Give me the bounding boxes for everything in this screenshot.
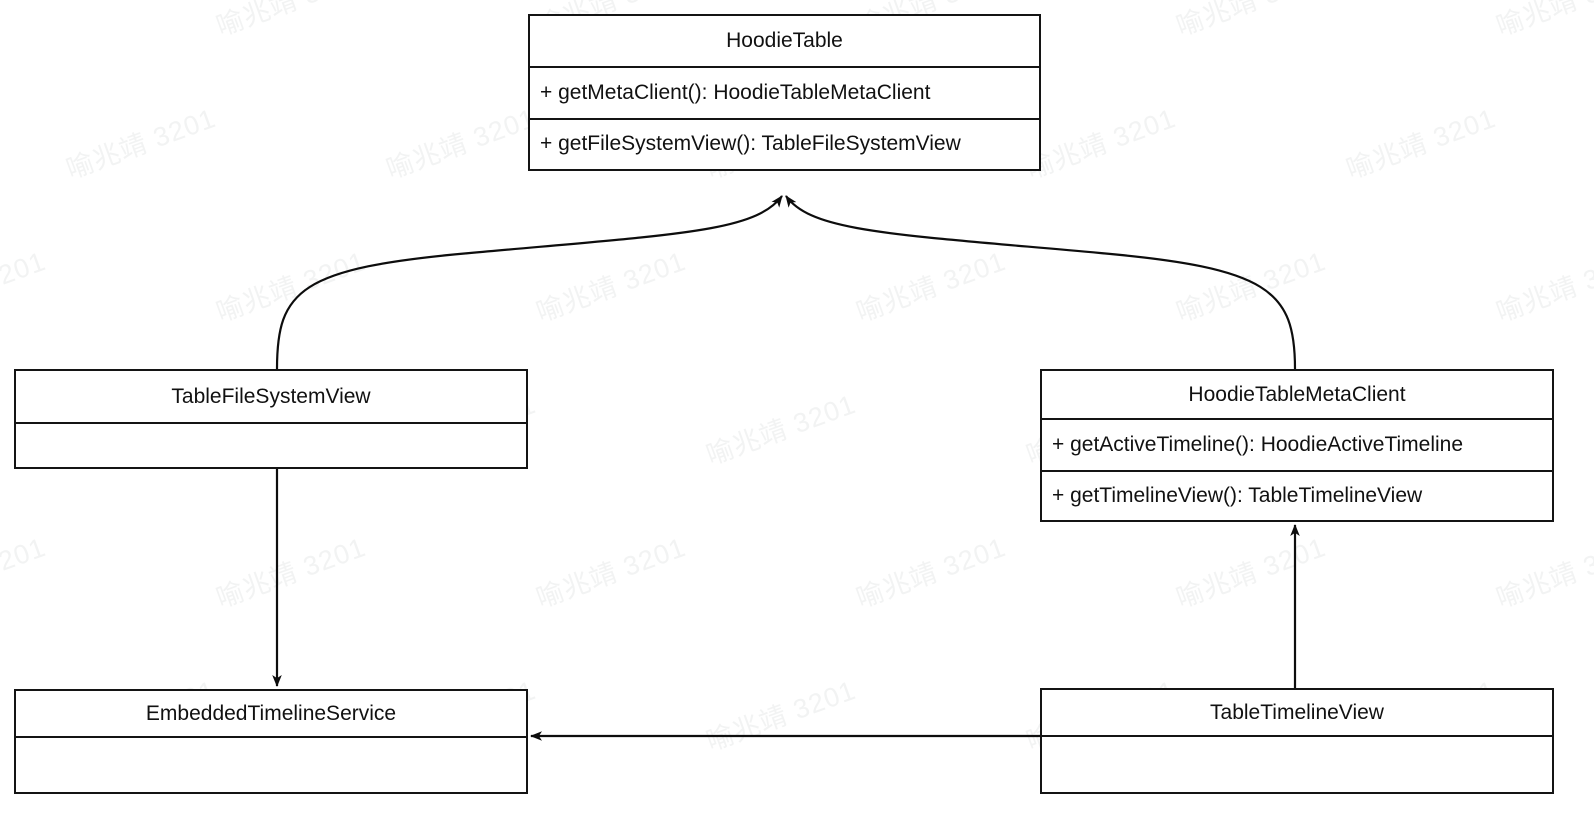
watermark-label: 喻兆靖 3201 [212,0,370,42]
watermark-label: 喻兆靖 3201 [212,532,370,614]
watermark-label: 喻兆靖 3201 [0,532,50,614]
watermark-label: 喻兆靖 3201 [1492,532,1594,614]
watermark-label: 喻兆靖 3201 [1022,103,1180,185]
watermark-label: 喻兆靖 3201 [702,389,860,471]
class-name-table-file-system-view: TableFileSystemView [16,371,526,424]
watermark-label: 喻兆靖 3201 [1170,811,1330,818]
watermark-label: 喻兆靖 3201 [62,103,220,185]
watermark-label: 喻兆靖 3201 [1492,246,1594,328]
class-member: + getActiveTimeline(): HoodieActiveTimel… [1052,433,1464,457]
relation-hoodietablemetaclient-to-hoodietable [785,195,1297,370]
watermark-label: 喻兆靖 3201 [852,532,1010,614]
class-members-table-timeline-view [1042,737,1552,792]
class-members-hoodie-table: + getMetaClient(): HoodieTableMetaClient… [530,68,1039,168]
class-name-table-timeline-view: TableTimelineView [1042,690,1552,737]
watermark-label: 喻兆靖 3201 [702,675,860,757]
class-member: + getMetaClient(): HoodieTableMetaClient [540,81,931,105]
class-name-hoodie-table-meta-client: HoodieTableMetaClient [1042,371,1552,420]
class-box-embedded-timeline-service[interactable]: EmbeddedTimelineService [14,689,528,794]
watermark-label: 喻兆靖 3201 [1172,246,1330,328]
watermark-label: 喻兆靖 3201 [532,532,690,614]
relation-tablefilesystemview-to-hoodietable [275,195,783,370]
class-box-table-file-system-view[interactable]: TableFileSystemView [14,369,528,469]
watermark-label: 喻兆靖 3201 [530,811,690,818]
watermark-label: 喻兆靖 3201 [0,246,50,328]
watermark-label: 喻兆靖 3201 [0,811,50,818]
class-name-embedded-timeline-service: EmbeddedTimelineService [16,691,526,738]
watermark-label: 喻兆靖 3201 [212,246,370,328]
watermark-label: 喻兆靖 3201 [0,0,50,44]
watermark-label: 喻兆靖 3201 [1492,0,1594,42]
class-box-hoodie-table-meta-client[interactable]: HoodieTableMetaClient + getActiveTimelin… [1040,369,1554,522]
class-box-table-timeline-view[interactable]: TableTimelineView [1040,688,1554,794]
class-members-hoodie-table-meta-client: + getActiveTimeline(): HoodieActiveTimel… [1042,420,1552,520]
watermark-label: 喻兆靖 3201 [532,246,690,328]
watermark-label: 喻兆靖 3201 [1172,0,1330,42]
watermark-label: 喻兆靖 3201 [850,811,1010,818]
watermark-label: 喻兆靖 3201 [382,103,540,185]
watermark-label: 喻兆靖 3201 [1342,103,1500,185]
class-members-embedded-timeline-service [16,738,526,792]
class-box-hoodie-table[interactable]: HoodieTable + getMetaClient(): HoodieTab… [528,14,1041,171]
watermark-label: 喻兆靖 3201 [210,811,370,818]
class-member: + getTimelineView(): TableTimelineView [1042,470,1552,520]
class-name-hoodie-table: HoodieTable [530,16,1039,68]
watermark-label: 喻兆靖 3201 [1172,532,1330,614]
class-member: + getFileSystemView(): TableFileSystemVi… [530,118,1039,168]
watermark-label: 喻兆靖 3201 [1490,811,1594,818]
watermark-label: 喻兆靖 3201 [852,246,1010,328]
class-members-table-file-system-view [16,424,526,467]
